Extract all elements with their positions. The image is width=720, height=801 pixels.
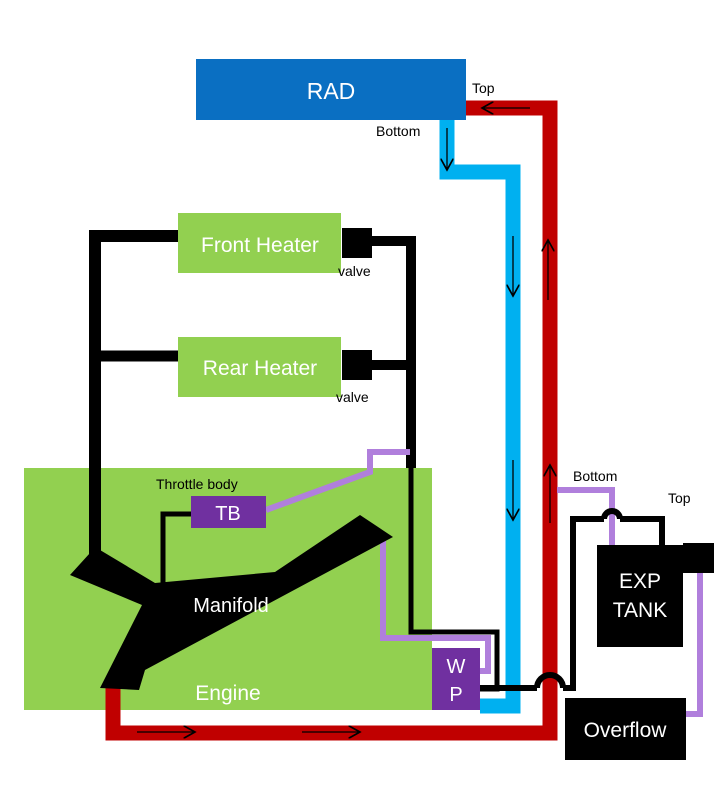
- radiator: [196, 59, 466, 120]
- manifold-bleed-line: [380, 540, 491, 674]
- expansion-tank-outlet: [683, 543, 714, 573]
- exp-tank-bottom-line: [557, 487, 615, 545]
- rear-heater-label: Rear Heater: [203, 357, 317, 380]
- vent-crossover-hump: [601, 508, 623, 520]
- manifold-label: Manifold: [193, 595, 269, 617]
- overflow-line: [686, 573, 703, 717]
- rear-valve-label: valve: [336, 389, 369, 405]
- pipe-crossover-hump: [534, 672, 566, 689]
- water-pump-label-2: P: [449, 684, 462, 706]
- cold-supply-pipe: [439, 120, 521, 714]
- overflow-label: Overflow: [584, 719, 668, 742]
- front-heater-label: Front Heater: [201, 234, 319, 257]
- radiator-label: RAD: [307, 78, 356, 104]
- exp-tank-top-line-3: [620, 516, 665, 545]
- front-heater-valve: [342, 228, 372, 258]
- throttle-body-to-manifold-line: [160, 511, 192, 584]
- water-pump-label-1: W: [447, 656, 466, 678]
- heater-supply-line: [89, 230, 178, 560]
- exp-tank-top-line-2: [563, 516, 604, 691]
- radiator-top-label: Top: [472, 80, 495, 96]
- front-heater: [178, 213, 341, 273]
- radiator-bottom-label: Bottom: [376, 123, 420, 139]
- exp-tank-label-2: TANK: [613, 599, 667, 622]
- engine-label: Engine: [195, 682, 260, 705]
- expansion-tank: [597, 545, 683, 647]
- overflow-tank: [565, 698, 686, 760]
- throttle-body-caption: Throttle body: [156, 476, 238, 492]
- throttle-body-coolant-line: [264, 449, 410, 513]
- rear-heater-valve: [342, 350, 372, 380]
- exp-tank-bottom-label: Bottom: [573, 468, 617, 484]
- front-valve-label: valve: [338, 263, 371, 279]
- intake-manifold: [70, 515, 393, 690]
- throttle-body: [191, 496, 266, 528]
- rear-heater: [178, 337, 341, 397]
- exp-tank-label-1: EXP: [619, 570, 661, 593]
- water-pump: [432, 648, 480, 710]
- exp-tank-top-label: Top: [668, 490, 691, 506]
- throttle-body-label: TB: [215, 503, 241, 525]
